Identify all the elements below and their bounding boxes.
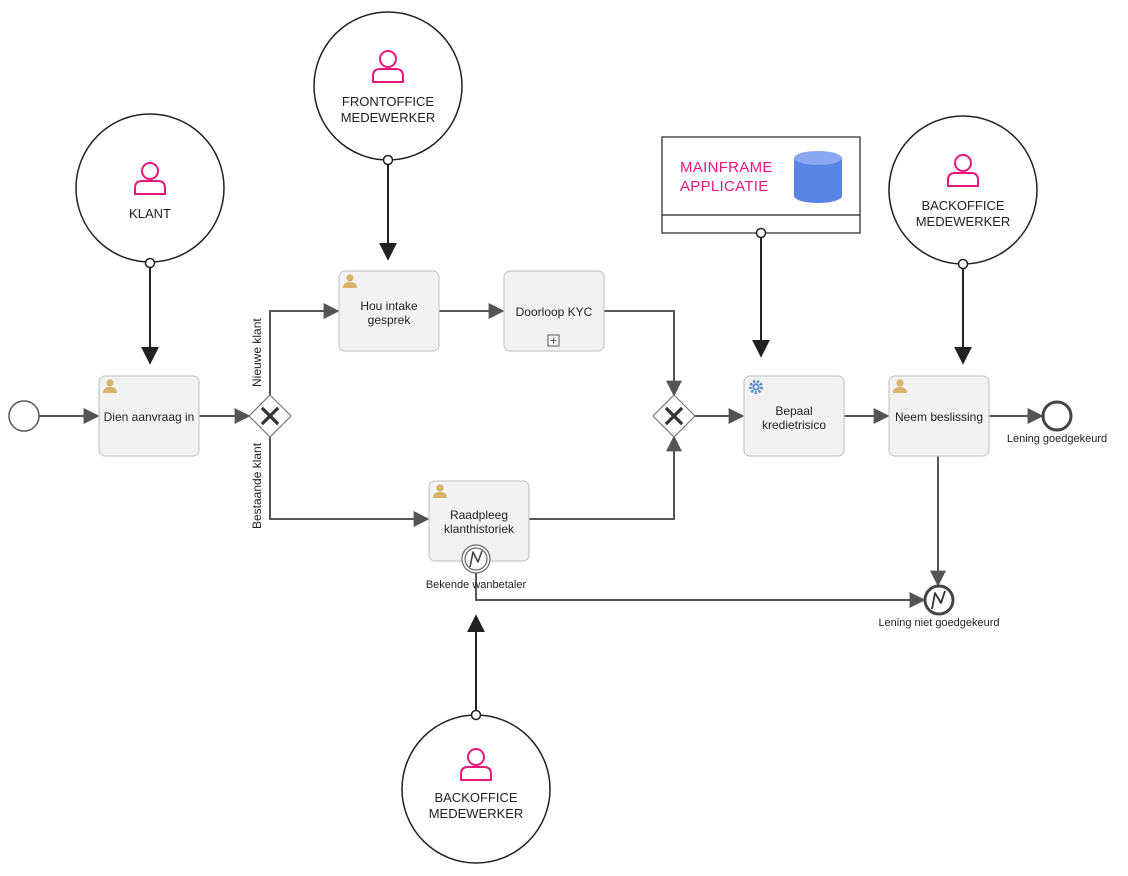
system-label-line2: APPLICATIE xyxy=(680,178,769,195)
task-bepaal-kredietrisico[interactable]: Bepaal kredietrisico xyxy=(743,375,845,457)
actor-label-line2: MEDEWERKER xyxy=(429,806,524,821)
start-event[interactable] xyxy=(8,400,40,432)
connector-dot xyxy=(470,709,482,721)
connector-dot xyxy=(144,257,156,269)
flow-error-to-error-end[interactable] xyxy=(475,573,926,608)
flow-bestaande-klant[interactable] xyxy=(269,437,430,527)
task-hou-intake[interactable]: Hou intake gesprek xyxy=(338,270,440,352)
task-doorloop-kyc[interactable]: Doorloop KYC xyxy=(503,270,605,352)
flow-raadpleeg-to-merge[interactable] xyxy=(529,435,682,520)
end-event-error[interactable] xyxy=(923,584,955,616)
actor-label-line1: FRONTOFFICE xyxy=(342,94,435,109)
task-label-line1: Raadpleeg xyxy=(450,508,508,522)
connector-dot xyxy=(755,227,767,239)
task-label: Neem beslissing xyxy=(895,410,983,424)
lightning-icon xyxy=(469,550,483,568)
sequence-flows xyxy=(39,303,1044,608)
boundary-event-label: Bekende wanbetaler xyxy=(426,579,527,591)
flow-label-nieuwe-klant: Nieuwe klant xyxy=(250,318,264,387)
end-event-approved-label: Lening goedgekeurd xyxy=(1007,433,1107,445)
system-label-line1: MAINFRAME xyxy=(680,159,773,176)
database-icon xyxy=(794,151,842,203)
end-event-error-label: Lening niet goedgekeurd xyxy=(878,617,999,629)
end-event-approved[interactable] xyxy=(1041,400,1073,432)
flow-kyc-to-merge[interactable] xyxy=(604,310,682,397)
task-label-line2: gesprek xyxy=(368,313,412,327)
connector-dot xyxy=(957,258,969,270)
system-mainframe[interactable]: MAINFRAME APPLICATIE xyxy=(661,136,861,239)
task-label-line2: kredietrisico xyxy=(762,418,826,432)
task-dien-aanvraag[interactable]: Dien aanvraag in xyxy=(98,375,200,457)
subprocess-plus-icon[interactable] xyxy=(547,334,560,347)
actor-frontoffice[interactable]: FRONTOFFICE MEDEWERKER xyxy=(313,11,463,166)
task-label-line2: klanthistoriek xyxy=(444,522,515,536)
x-icon xyxy=(664,406,684,426)
gear-icon xyxy=(749,380,763,394)
actor-label: KLANT xyxy=(129,206,171,221)
actor-klant[interactable]: KLANT xyxy=(75,113,225,269)
connector-dot xyxy=(382,154,394,166)
flow-nieuwe-klant[interactable] xyxy=(269,303,340,395)
actor-backoffice-bottom[interactable]: BACKOFFICE MEDEWERKER xyxy=(401,709,551,864)
actor-label-line2: MEDEWERKER xyxy=(341,110,436,125)
task-label-line1: Hou intake xyxy=(360,299,418,313)
actor-label-line1: BACKOFFICE xyxy=(921,198,1004,213)
task-neem-beslissing[interactable]: Neem beslissing xyxy=(888,375,990,457)
x-icon xyxy=(260,406,280,426)
actor-label-line2: MEDEWERKER xyxy=(916,214,1011,229)
exclusive-gateway-split[interactable] xyxy=(248,394,292,438)
associations xyxy=(141,160,972,715)
actor-backoffice-right[interactable]: BACKOFFICE MEDEWERKER xyxy=(888,115,1038,270)
task-label: Doorloop KYC xyxy=(516,305,593,319)
actor-label-line1: BACKOFFICE xyxy=(434,790,517,805)
boundary-error-event[interactable] xyxy=(461,544,491,574)
flow-label-bestaande-klant: Bestaande klant xyxy=(250,442,264,529)
task-label: Dien aanvraag in xyxy=(104,410,195,424)
lightning-icon xyxy=(931,590,946,610)
task-label-line1: Bepaal xyxy=(775,404,812,418)
exclusive-gateway-merge[interactable] xyxy=(652,394,696,438)
